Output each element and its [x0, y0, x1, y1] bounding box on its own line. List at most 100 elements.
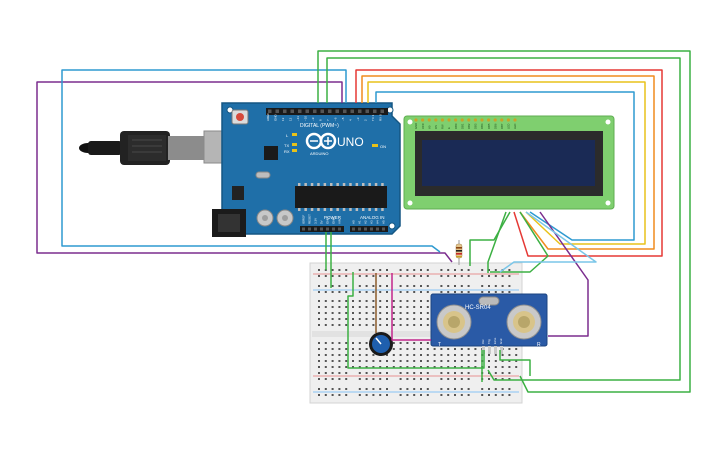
terminal-hole[interactable] — [474, 354, 477, 356]
terminal-hole[interactable] — [345, 300, 348, 302]
power-pin-3[interactable] — [320, 227, 323, 231]
rail-hole[interactable] — [358, 372, 361, 374]
terminal-hole[interactable] — [426, 342, 429, 344]
rail-hole[interactable] — [488, 275, 490, 277]
rail-hole[interactable] — [481, 285, 484, 287]
wire-green-lcd-2[interactable] — [487, 211, 507, 273]
rail-hole[interactable] — [426, 372, 429, 374]
rail-hole[interactable] — [379, 394, 382, 396]
rail-hole[interactable] — [460, 378, 463, 380]
rail-hole[interactable] — [488, 394, 490, 396]
rail-hole[interactable] — [467, 394, 470, 396]
rail-hole[interactable] — [447, 285, 450, 287]
terminal-hole[interactable] — [508, 354, 511, 356]
terminal-hole[interactable] — [318, 300, 320, 302]
terminal-hole[interactable] — [399, 354, 402, 356]
terminal-hole[interactable] — [413, 318, 416, 320]
rail-hole[interactable] — [399, 378, 402, 380]
rail-hole[interactable] — [399, 394, 402, 396]
rail-hole[interactable] — [338, 388, 341, 390]
rail-hole[interactable] — [440, 269, 443, 271]
digital-pin-3[interactable] — [290, 109, 295, 114]
terminal-hole[interactable] — [420, 306, 422, 308]
analog-pin-1[interactable] — [358, 227, 361, 231]
rail-hole[interactable] — [386, 394, 388, 396]
terminal-hole[interactable] — [399, 360, 402, 362]
rail-hole[interactable] — [413, 388, 416, 390]
terminal-hole[interactable] — [386, 312, 388, 314]
terminal-hole[interactable] — [488, 354, 490, 356]
terminal-hole[interactable] — [508, 348, 511, 350]
rail-hole[interactable] — [386, 291, 388, 293]
terminal-hole[interactable] — [392, 312, 395, 314]
terminal-hole[interactable] — [365, 312, 368, 314]
rail-hole[interactable] — [399, 291, 402, 293]
rail-hole[interactable] — [508, 291, 511, 293]
rail-hole[interactable] — [508, 388, 511, 390]
terminal-hole[interactable] — [392, 348, 395, 350]
rail-hole[interactable] — [460, 372, 463, 374]
rail-hole[interactable] — [501, 291, 504, 293]
analog-pin-4[interactable] — [376, 227, 379, 231]
rail-hole[interactable] — [460, 394, 463, 396]
rail-hole[interactable] — [426, 275, 429, 277]
wire-red[interactable] — [355, 69, 663, 257]
terminal-hole[interactable] — [413, 324, 416, 326]
rail-hole[interactable] — [338, 394, 341, 396]
rail-hole[interactable] — [501, 378, 504, 380]
rail-hole[interactable] — [365, 388, 368, 390]
terminal-hole[interactable] — [345, 318, 348, 320]
rail-hole[interactable] — [460, 285, 463, 287]
terminal-hole[interactable] — [345, 324, 348, 326]
terminal-hole[interactable] — [460, 360, 463, 362]
rail-hole[interactable] — [420, 291, 422, 293]
terminal-hole[interactable] — [358, 318, 361, 320]
terminal-hole[interactable] — [365, 306, 368, 308]
rail-hole[interactable] — [372, 285, 375, 287]
terminal-hole[interactable] — [324, 300, 327, 302]
rail-hole[interactable] — [420, 394, 422, 396]
rail-hole[interactable] — [386, 285, 388, 287]
terminal-hole[interactable] — [392, 360, 395, 362]
terminal-hole[interactable] — [372, 318, 375, 320]
rail-hole[interactable] — [379, 275, 382, 277]
rail-hole[interactable] — [481, 291, 484, 293]
terminal-hole[interactable] — [345, 354, 348, 356]
terminal-hole[interactable] — [352, 300, 354, 302]
wire-yellow[interactable] — [367, 81, 646, 245]
rail-hole[interactable] — [440, 378, 443, 380]
rail-hole[interactable] — [460, 388, 463, 390]
digital-pin-4[interactable] — [298, 109, 302, 114]
terminal-hole[interactable] — [379, 324, 382, 326]
rail-hole[interactable] — [447, 378, 450, 380]
terminal-hole[interactable] — [386, 354, 388, 356]
terminal-hole[interactable] — [460, 354, 463, 356]
terminal-hole[interactable] — [331, 300, 334, 302]
terminal-hole[interactable] — [426, 318, 429, 320]
terminal-hole[interactable] — [331, 306, 334, 308]
rail-hole[interactable] — [345, 394, 348, 396]
terminal-hole[interactable] — [413, 366, 416, 368]
lcd-pin-8[interactable] — [467, 118, 471, 122]
terminal-hole[interactable] — [440, 354, 443, 356]
rail-hole[interactable] — [447, 275, 450, 277]
rail-hole[interactable] — [454, 285, 456, 287]
terminal-hole[interactable] — [338, 312, 341, 314]
rail-hole[interactable] — [331, 388, 334, 390]
terminal-hole[interactable] — [352, 366, 354, 368]
rail-hole[interactable] — [413, 378, 416, 380]
rail-hole[interactable] — [420, 275, 422, 277]
rail-hole[interactable] — [324, 285, 327, 287]
terminal-hole[interactable] — [324, 348, 327, 350]
terminal-hole[interactable] — [447, 354, 450, 356]
rail-hole[interactable] — [338, 285, 341, 287]
digital-pin-7[interactable] — [320, 109, 325, 114]
rail-hole[interactable] — [318, 388, 320, 390]
terminal-hole[interactable] — [352, 342, 354, 344]
rail-hole[interactable] — [413, 269, 416, 271]
lcd-pin-7[interactable] — [460, 118, 464, 122]
terminal-hole[interactable] — [386, 306, 388, 308]
terminal-hole[interactable] — [358, 324, 361, 326]
terminal-hole[interactable] — [467, 360, 470, 362]
